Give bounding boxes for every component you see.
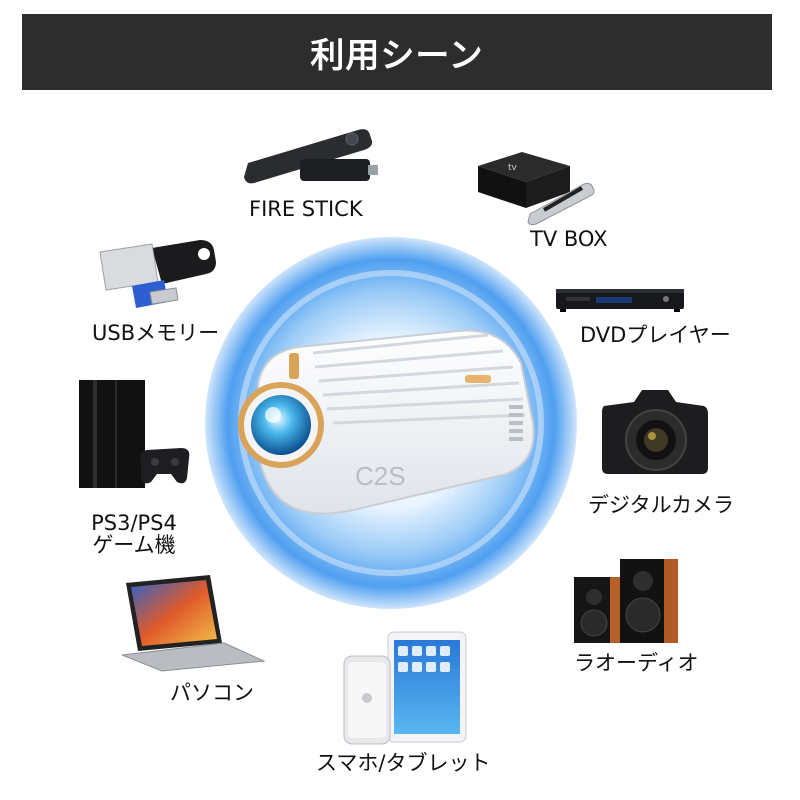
- speakers-label: ラオーディオ: [574, 651, 699, 675]
- page-title: 利用シーン: [310, 35, 484, 76]
- tv-box-label: TV BOX: [530, 227, 608, 251]
- tv-box-icon: tv: [478, 152, 595, 226]
- header-banner: 利用シーン: [22, 14, 772, 90]
- digital-camera-icon: [602, 390, 708, 474]
- fire-stick-label: FIRE STICK: [249, 197, 363, 221]
- laptop-label: パソコン: [170, 681, 254, 705]
- svg-text:tv: tv: [508, 163, 518, 173]
- projector-hero-image: C2S: [205, 237, 577, 609]
- smartphone-tablet-label: スマホ/タブレット: [316, 751, 491, 775]
- usb-memory-label: USBメモリー: [92, 321, 220, 345]
- speakers-icon: [574, 559, 678, 643]
- game-console-label-line1: PS3/PS4: [91, 511, 177, 535]
- fire-stick-remote-icon: [244, 129, 378, 184]
- digital-camera-label: デジタルカメラ: [588, 493, 734, 517]
- usb-memory-icon: [99, 240, 216, 308]
- product-logo: C2S: [355, 461, 406, 491]
- laptop-icon: [121, 575, 266, 672]
- dvd-player-label: DVDプレイヤー: [580, 323, 731, 347]
- dvd-player-icon: [556, 289, 684, 312]
- smartphone-tablet-icon: [343, 631, 467, 745]
- game-console-label-line2: ゲーム機: [92, 533, 176, 557]
- game-console-icon: [79, 380, 190, 488]
